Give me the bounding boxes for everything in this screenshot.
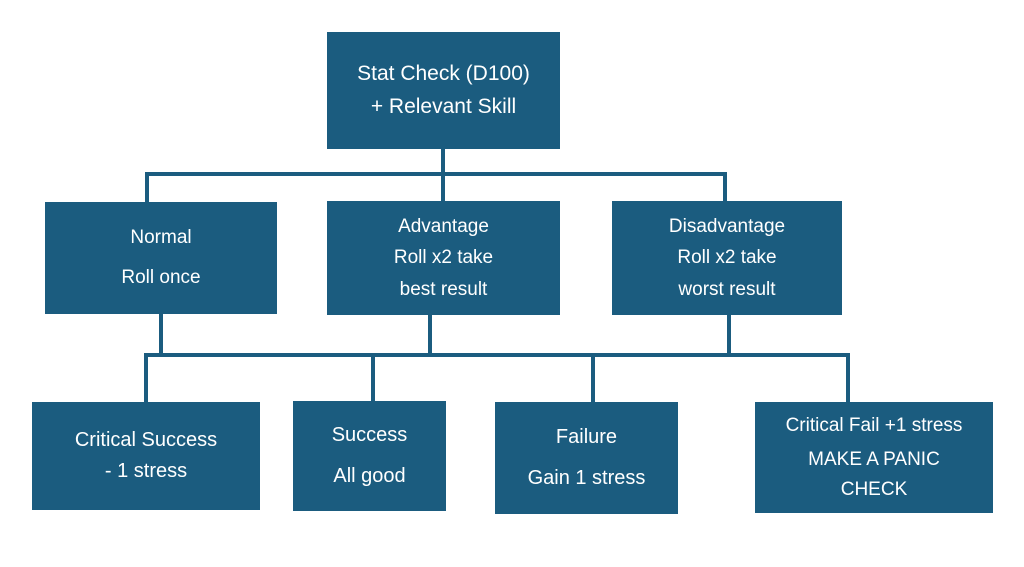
- node-advantage-line-1: Advantage: [398, 215, 489, 237]
- node-normal-line-1: Normal: [130, 227, 192, 249]
- connector-from-disadvantage: [727, 314, 731, 357]
- node-disadvantage-line-1: Disadvantage: [668, 215, 786, 237]
- connector-tier1-bus: [145, 172, 727, 176]
- node-advantage-line-2: Roll x2 take: [393, 247, 494, 269]
- connector-drop-to-critical-success: [144, 353, 148, 404]
- node-normal-line-2: Roll once: [121, 267, 201, 288]
- node-critical-success[interactable]: Critical Success - 1 stress: [32, 402, 260, 510]
- connector-drop-to-advantage: [441, 172, 445, 204]
- node-success-line-1: Success: [331, 424, 408, 446]
- connector-drop-to-success: [371, 353, 375, 403]
- node-disadvantage[interactable]: Disadvantage Roll x2 take worst result: [612, 201, 842, 315]
- connector-drop-to-normal: [145, 172, 149, 204]
- node-stat-check-line-1: Stat Check (D100): [357, 62, 530, 86]
- node-advantage-line-3: best result: [399, 278, 488, 300]
- connector-drop-to-critical-fail: [846, 353, 850, 404]
- node-normal[interactable]: Normal Roll once: [45, 202, 277, 314]
- node-critical-fail[interactable]: Critical Fail +1 stress MAKE A PANIC CHE…: [755, 402, 993, 513]
- node-critical-fail-line-2: MAKE A PANIC: [808, 449, 940, 471]
- connector-drop-to-failure: [591, 353, 595, 404]
- connector-from-advantage: [428, 314, 432, 357]
- node-disadvantage-line-2: Roll x2 take: [677, 247, 777, 269]
- node-advantage[interactable]: Advantage Roll x2 take best result: [327, 201, 560, 315]
- node-critical-fail-line-3: CHECK: [840, 478, 908, 500]
- node-disadvantage-line-3: worst result: [678, 278, 776, 300]
- node-critical-success-line-2: - 1 stress: [104, 460, 188, 482]
- node-critical-fail-line-1: Critical Fail +1 stress: [785, 414, 963, 436]
- node-stat-check-line-2: + Relevant Skill: [370, 94, 517, 118]
- node-success-line-2: All good: [333, 465, 406, 487]
- node-failure-line-2: Gain 1 stress: [527, 467, 646, 489]
- node-critical-success-line-1: Critical Success: [74, 429, 218, 451]
- connector-from-normal: [159, 313, 163, 357]
- connector-drop-to-disadvantage: [723, 172, 727, 204]
- node-failure-line-1: Failure: [555, 426, 618, 448]
- connector-tier2-bus: [144, 353, 850, 357]
- node-stat-check[interactable]: Stat Check (D100) + Relevant Skill: [327, 32, 560, 149]
- node-failure[interactable]: Failure Gain 1 stress: [495, 402, 678, 514]
- node-success[interactable]: Success All good: [293, 401, 446, 511]
